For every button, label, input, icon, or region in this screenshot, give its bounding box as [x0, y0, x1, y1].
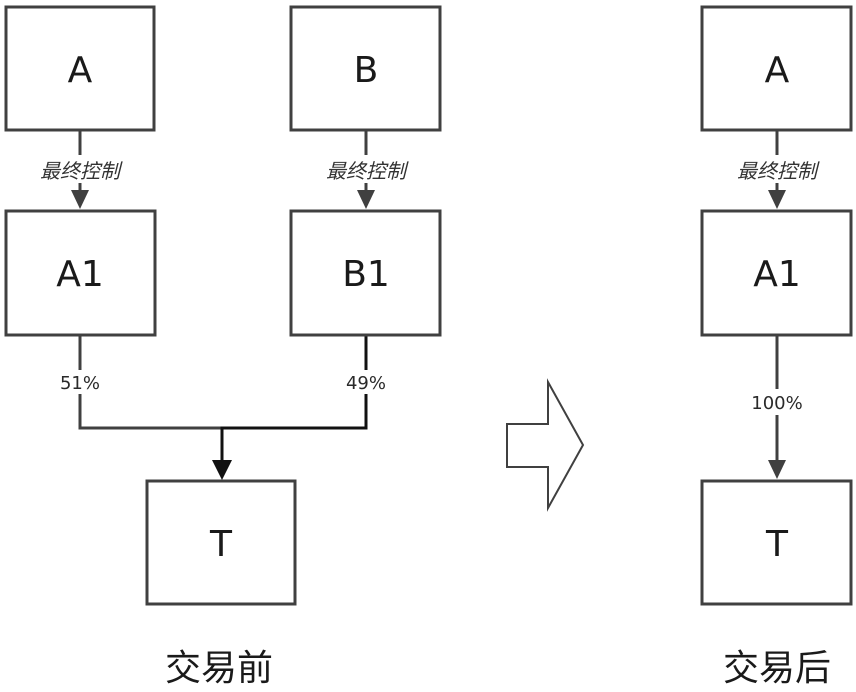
svg-text:A: A: [765, 50, 790, 91]
svg-text:B1: B1: [342, 254, 390, 295]
node-t-before: T: [145, 479, 297, 606]
arrowhead-a-to-a1: [71, 190, 89, 209]
svg-text:A: A: [68, 50, 93, 91]
svg-text:A1: A1: [56, 254, 104, 295]
caption-before: 交易前: [165, 648, 273, 689]
edge-b1-to-t: [220, 335, 368, 462]
caption-after: 交易后: [723, 648, 831, 689]
control-label-right: 最终控制: [326, 159, 409, 183]
svg-text:T: T: [209, 524, 233, 565]
arrowhead-a1-to-t-after: [768, 460, 786, 479]
node-b1-before: B1: [289, 209, 442, 337]
node-t-after: T: [700, 479, 853, 606]
arrowhead-a-to-a1-after: [768, 190, 786, 209]
arrowhead-b-to-b1: [357, 190, 375, 209]
control-label-after: 最终控制: [737, 159, 820, 183]
node-a-after: A: [700, 5, 853, 132]
right-arrow-outline-icon: [506, 378, 585, 512]
node-a1-after: A1: [700, 209, 853, 337]
arrowhead-to-t: [212, 460, 232, 480]
svg-text:B: B: [354, 50, 379, 91]
share-label-a1: 51%: [60, 373, 100, 394]
share-label-after: 100%: [751, 393, 802, 414]
svg-text:A1: A1: [753, 254, 801, 295]
node-a1-before: A1: [4, 209, 157, 337]
node-a-before: A: [4, 5, 156, 132]
control-label-left: 最终控制: [40, 159, 123, 183]
share-label-b1: 49%: [346, 373, 386, 394]
edge-a1-to-t: [78, 335, 222, 430]
svg-text:T: T: [765, 524, 789, 565]
node-b-before: B: [289, 5, 442, 132]
